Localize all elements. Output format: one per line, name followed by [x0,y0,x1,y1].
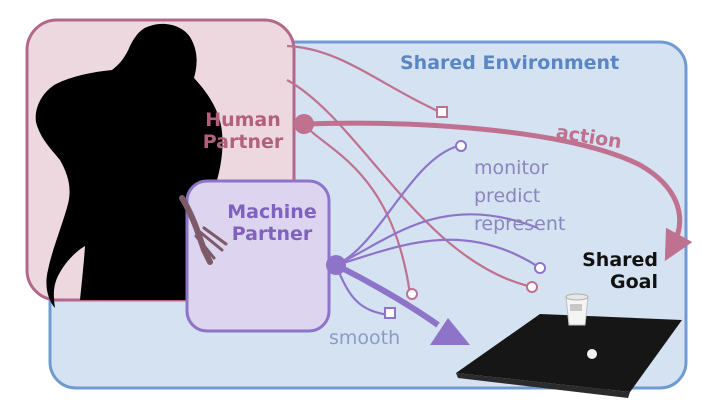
right-circle-node [526,281,538,293]
human-link-to-right-circle [286,79,529,288]
machine-action-arrow [334,262,440,328]
machine-node [326,255,346,275]
machine-link-monitor [335,144,459,267]
human-node [294,114,314,134]
robot-arm-icon [179,195,228,265]
monitor-label: monitor [474,157,549,179]
represent-label: represent [474,213,566,235]
ball-icon [587,349,597,359]
human-link-to-top-square [286,44,441,114]
goal-table [456,314,682,392]
human-partner-label: Human Partner [202,109,284,153]
shared-environment-label: Shared Environment [400,52,620,74]
bottom-circle-node [406,288,418,300]
predict-label: predict [474,185,541,207]
top-square-node [436,106,448,118]
human-link-to-bottom-circle [303,123,412,295]
machine-partner-label: Machine Partner [227,201,317,245]
machine-arrowhead [430,318,470,345]
machine-link-predict [335,213,539,266]
cup-icon [565,293,589,326]
goal-table-edge [456,373,630,398]
machine-link-represent [335,238,541,269]
shared-goal-label: Shared Goal [582,249,658,293]
predict-circle-node [534,262,546,274]
smooth-square-node [384,307,396,319]
machine-partner-region [185,179,331,333]
human-silhouette-icon [35,23,223,309]
smooth-label: smooth [329,327,401,349]
action-arrow [303,120,693,262]
monitor-circle-node [455,140,467,152]
